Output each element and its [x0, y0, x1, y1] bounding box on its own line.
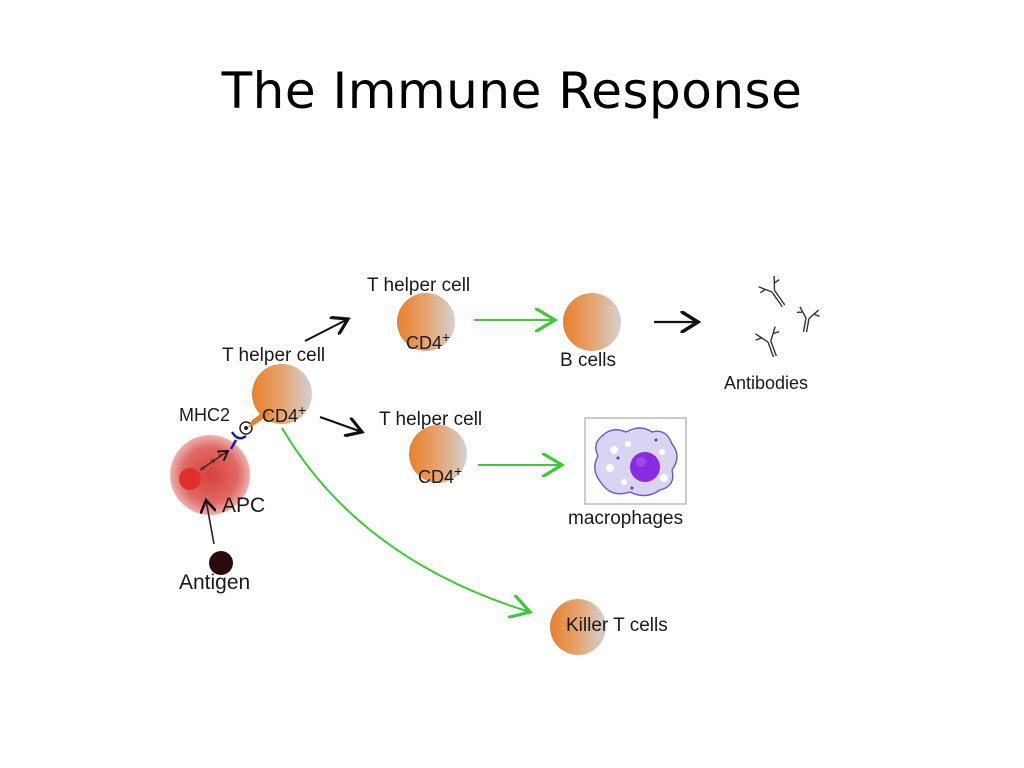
t-helper-cell-mid	[409, 425, 467, 483]
apc-cell	[170, 435, 250, 515]
arrow-to-top-t-helper	[304, 319, 348, 342]
cd4-label-mid: CD4+	[418, 463, 463, 487]
cd4-label-left: CD4+	[262, 402, 307, 426]
slide-title: The Immune Response	[221, 62, 803, 120]
t-helper-cell-top	[397, 293, 455, 351]
killer-t-cell	[550, 599, 606, 655]
b-cell	[563, 293, 621, 351]
antigen-to-apc-arrow	[206, 500, 214, 545]
t-helper-cell-left	[252, 364, 312, 424]
antibodies-icon	[755, 275, 820, 358]
antibodies-label: Antibodies	[724, 373, 809, 393]
t-helper-label-mid: T helper cell	[379, 409, 483, 430]
t-helper-label-top: T helper cell	[367, 275, 471, 296]
mhc2-label: MHC2	[179, 405, 231, 425]
arrow-to-killer-t	[281, 427, 530, 612]
mhc2-receptor	[229, 421, 253, 450]
apc-label: APC	[222, 494, 266, 517]
killer-t-cells-label: Killer T cells	[566, 615, 668, 636]
macrophage-image	[584, 417, 687, 505]
macrophages-label: macrophages	[568, 508, 684, 529]
apc-internal-arrow	[199, 451, 228, 471]
antigen-particle	[209, 551, 233, 575]
cd4-receptor-left	[248, 410, 270, 428]
antigen-label: Antigen	[179, 571, 251, 594]
arrow-to-mid-t-helper	[319, 416, 362, 432]
t-helper-label-left: T helper cell	[222, 345, 326, 366]
cd4-label-top: CD4+	[406, 329, 451, 353]
b-cells-label: B cells	[560, 350, 616, 371]
